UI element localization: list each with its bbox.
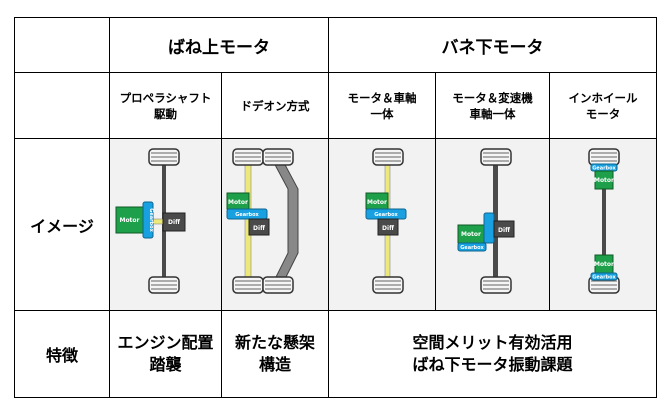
diagram-motor-transmission-axle: Motor Gearbox Diff: [435, 138, 550, 311]
gearbox-block: [226, 208, 267, 219]
diff-label: Diff: [168, 219, 180, 226]
dedion-diagram-svg: Motor Gearbox Diff: [226, 147, 298, 294]
motor-top-block: [594, 170, 613, 189]
diff-label: Diff: [253, 225, 265, 232]
gearbox-bottom-label: Gearbox: [592, 274, 616, 280]
sprung-motor-header: ばね上モータ: [109, 17, 329, 73]
gearbox-block: [142, 201, 153, 238]
gearbox-vertical-block: [483, 212, 494, 243]
motor-axle-diagram-svg: Motor Gearbox Diff: [365, 147, 406, 294]
type-motor-axle: モータ＆車軸一体: [328, 72, 436, 139]
diff-label: Diff: [382, 225, 394, 232]
feature-dedion: 新たな懸架構造: [221, 310, 329, 398]
feature-propeller: エンジン配置踏襲: [109, 310, 222, 398]
motor-top-label: Motor: [593, 177, 613, 184]
gearbox-label: Gearbox: [235, 212, 259, 218]
motor-bottom-label: Motor: [593, 261, 613, 268]
diagram-dedion: Motor Gearbox Diff: [221, 138, 329, 311]
motor-transmission-axle-diagram-svg: Motor Gearbox Diff: [457, 147, 514, 294]
gearbox-top-label: Gearbox: [592, 165, 616, 171]
motor-label: Motor: [366, 199, 386, 206]
type-in-wheel: インホイールモータ: [548, 72, 658, 139]
corner-cell: [14, 17, 110, 73]
motor-label: Motor: [119, 217, 139, 224]
corner-cell-2: [14, 72, 110, 139]
gearbox-label: Gearbox: [374, 212, 398, 218]
diagram-motor-axle: Motor Gearbox Diff: [328, 138, 436, 311]
dedion-tube: [271, 160, 298, 283]
comparison-table: ばね上モータ バネ下モータ プロペラシャフト駆動 ドデオン方式 モータ＆車軸一体…: [14, 17, 658, 398]
diff-block: [377, 218, 398, 235]
diagram-in-wheel: Gearbox Motor Motor Gearbox: [548, 138, 658, 311]
motor-label: Motor: [460, 231, 480, 238]
gearbox-label: Gearbox: [148, 208, 154, 232]
diff-label: Diff: [498, 227, 510, 234]
motor-label: Motor: [227, 199, 247, 206]
diff-block: [248, 218, 269, 235]
diff-block: [162, 212, 185, 231]
feature-unsprung: 空間メリット有効活用ばね下モータ振動課題: [327, 310, 658, 398]
diagram-propeller: Motor Gearbox Diff: [109, 138, 222, 311]
type-motor-transmission-axle: モータ＆変速機車軸一体: [435, 72, 550, 139]
in-wheel-diagram-svg: Gearbox Motor Motor Gearbox: [587, 147, 620, 294]
gearbox-label: Gearbox: [460, 245, 484, 251]
gearbox-block: [457, 242, 486, 251]
propeller-diagram-svg: Motor Gearbox Diff: [115, 147, 185, 294]
type-de-dion: ドデオン方式: [221, 72, 329, 139]
axle: [601, 160, 606, 283]
gearbox-bottom-block: [590, 272, 617, 280]
diff-block: [493, 220, 514, 237]
type-propeller-shaft: プロペラシャフト駆動: [109, 72, 222, 139]
image-row-label: イメージ: [14, 138, 110, 311]
unsprung-motor-header: バネ下モータ: [327, 17, 658, 73]
feature-row-label: 特徴: [14, 310, 110, 398]
